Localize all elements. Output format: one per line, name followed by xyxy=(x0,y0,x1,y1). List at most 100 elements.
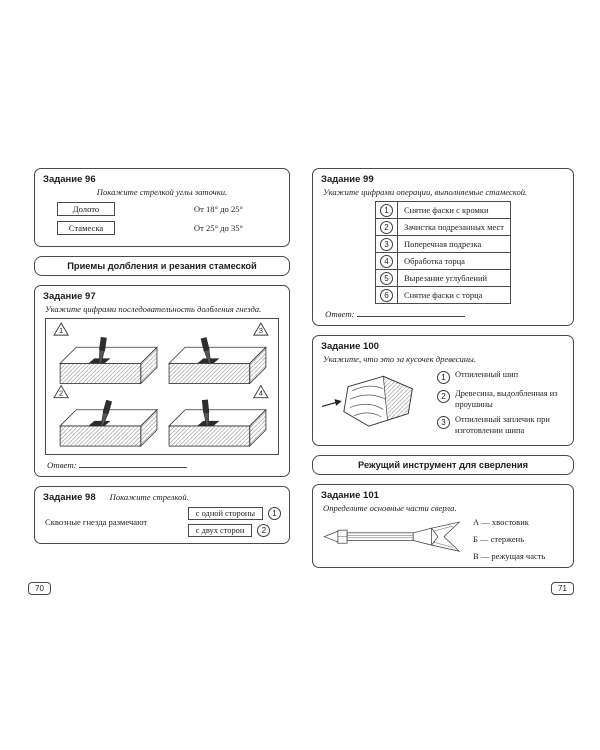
circle-number-6: 6 xyxy=(379,288,393,302)
answer-label: Ответ: xyxy=(47,460,77,471)
section-header-drilling: Режущий инструмент для сверления xyxy=(312,455,574,476)
angle-range-2: От 25° до 35° xyxy=(193,223,243,233)
task-98-body: Сквозные гнезда размечают с одной сторон… xyxy=(43,507,281,538)
book-spread: Задание 96 Покажите стрелкой углы заточк… xyxy=(28,168,580,618)
beam-step-3 xyxy=(168,346,267,385)
task-100-options: 1 Отпиленный шип 2 Древесина, выдолбленн… xyxy=(437,368,565,436)
wood-chunk-illustration xyxy=(321,375,413,427)
legend-shaft: Б — стержень xyxy=(473,534,525,545)
wood-chunk-end-grain xyxy=(382,375,413,421)
task-98-options: с одной стороны 1 с двух сторон 2 xyxy=(187,507,281,538)
wood-grain-line xyxy=(354,412,382,418)
task-99-answer: Ответ: xyxy=(325,309,563,319)
option-1-text: Отпиленный шип xyxy=(455,370,519,379)
drill-shaft xyxy=(346,532,414,542)
triangle-marker-2: 2 xyxy=(53,385,69,399)
circle-number-3: 3 xyxy=(379,237,393,251)
beam-step-4 xyxy=(168,409,267,447)
task-101: Задание 101 Определите основные части св… xyxy=(312,484,574,569)
legend-shank: А — хвостовик xyxy=(473,517,529,528)
task-98-prompt: Покажите стрелкой. xyxy=(109,492,189,503)
task-100-title: Задание 100 xyxy=(321,341,379,352)
page-70: Задание 96 Покажите стрелкой углы заточк… xyxy=(34,168,290,553)
task-101-body: А — хвостовик Б — стержень В — режущая ч… xyxy=(321,517,565,561)
task-96-prompt: Покажите стрелкой углы заточки. xyxy=(96,187,228,197)
operation-cell: Снятие фаски с торца xyxy=(396,286,512,304)
task-101-prompt: Определите основные части сверла. xyxy=(323,503,457,514)
arrow-icon xyxy=(321,399,342,407)
task-98-lead: Сквозные гнезда размечают xyxy=(45,517,148,528)
tool-name-dolo: Долото xyxy=(57,202,115,216)
task-97-figure: 1 3 2 4 xyxy=(45,318,279,456)
task-97-title: Задание 97 xyxy=(43,291,96,302)
tool-name-stameska: Стамеска xyxy=(57,221,115,235)
operation-cell: Зачистка подрезанных мест xyxy=(396,218,512,236)
triangle-marker-1: 1 xyxy=(53,322,69,336)
page-number-70: 70 xyxy=(28,582,51,595)
option-one-side: с одной стороны 1 xyxy=(187,507,281,521)
drill-bit-figure xyxy=(321,519,467,559)
operation-cell: Поперечная подрезка xyxy=(396,235,512,253)
option-one-side-label: с одной стороны xyxy=(187,507,263,521)
page-number-71: 71 xyxy=(551,582,574,595)
section-header-chiseling: Приемы долбления и резания стамеской xyxy=(34,256,290,276)
wood-grain-line xyxy=(349,394,386,400)
operation-cell: Вырезание углублений xyxy=(396,269,512,287)
option-1: 1 Отпиленный шип xyxy=(437,370,565,384)
triangle-marker-3: 3 xyxy=(253,322,269,336)
option-3-text: Отпиленный заплечик при изготовлении шип… xyxy=(455,415,550,435)
circle-number-1: 1 xyxy=(268,507,281,521)
beam-step-1 xyxy=(59,346,158,385)
drill-taper xyxy=(412,528,432,546)
option-2-text: Древесина, выдолбленная из проушины xyxy=(455,389,558,409)
svg-text:1: 1 xyxy=(59,326,63,335)
svg-text:2: 2 xyxy=(59,389,63,398)
answer-blank-line xyxy=(78,460,187,469)
task-96: Задание 96 Покажите стрелкой углы заточк… xyxy=(34,168,290,247)
circle-number-2: 2 xyxy=(257,524,271,538)
option-3: 3 Отпиленный заплечик при изготовлении ш… xyxy=(437,415,565,436)
circle-number-1: 1 xyxy=(379,203,393,217)
option-two-sides-label: с двух сторон xyxy=(187,524,253,538)
tool-row-chisel1: Долото От 18° до 25° xyxy=(57,202,269,216)
operation-cell: Обработка торца xyxy=(396,252,512,270)
task-99: Задание 99 Укажите цифрами операции, вып… xyxy=(312,168,574,326)
table-row: 5 Вырезание углублений xyxy=(374,269,512,287)
wood-piece-figure xyxy=(321,368,429,439)
operation-cell: Снятие фаски с кромки xyxy=(396,201,512,219)
angle-range-1: От 18° до 25° xyxy=(193,204,243,214)
task-97-answer: Ответ: xyxy=(47,460,279,470)
page-71: Задание 99 Укажите цифрами операции, вып… xyxy=(312,168,574,577)
answer-label: Ответ: xyxy=(325,309,355,319)
circle-number-2: 2 xyxy=(379,220,393,234)
table-row: 2 Зачистка подрезанных мест xyxy=(374,218,512,236)
circle-number-3: 3 xyxy=(437,416,450,429)
drill-bit-illustration xyxy=(323,521,461,553)
task-97: Задание 97 Укажите цифрами последователь… xyxy=(34,285,290,478)
drill-shank-tip xyxy=(323,531,339,543)
drill-cutting-end xyxy=(431,521,461,553)
task-96-title: Задание 96 xyxy=(43,174,96,185)
task-101-title: Задание 101 xyxy=(321,490,379,502)
table-row: 3 Поперечная подрезка xyxy=(374,235,512,253)
task-98: Задание 98 Покажите стрелкой. Сквозные г… xyxy=(34,486,290,545)
option-two-sides: с двух сторон 2 xyxy=(187,524,281,538)
svg-text:3: 3 xyxy=(259,326,263,335)
triangle-marker-4: 4 xyxy=(253,385,269,399)
mortising-sequence-illustration: 1 3 2 4 xyxy=(53,322,269,447)
wood-grain-line xyxy=(349,403,384,410)
legend-cutting-part: В — режущая часть xyxy=(473,551,546,562)
task-98-title: Задание 98 xyxy=(43,492,96,504)
task-100-body: 1 Отпиленный шип 2 Древесина, выдолбленн… xyxy=(321,368,565,439)
task-100-prompt: Укажите, что это за кусочек древесины. xyxy=(323,354,476,364)
answer-blank-line xyxy=(356,309,465,317)
option-2: 2 Древесина, выдолбленная из проушины xyxy=(437,389,565,410)
table-row: 1 Снятие фаски с кромки xyxy=(374,201,512,219)
circle-number-2: 2 xyxy=(437,390,450,403)
operations-table: 1 Снятие фаски с кромки 2 Зачистка подре… xyxy=(374,201,512,304)
task-99-prompt: Укажите цифрами операции, выполняемые ст… xyxy=(323,187,528,197)
task-97-prompt: Укажите цифрами последовательность долбл… xyxy=(45,304,262,314)
drill-parts-legend: А — хвостовик Б — стержень В — режущая ч… xyxy=(473,517,565,561)
wood-grain-line xyxy=(351,385,384,392)
task-99-title: Задание 99 xyxy=(321,174,374,185)
